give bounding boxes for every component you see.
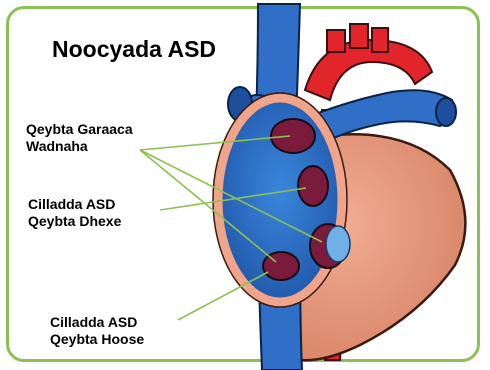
label-middle-line1: Cilladda ASD	[28, 196, 121, 213]
label-middle: Cilladda ASD Qeybta Dhexe	[28, 196, 121, 230]
aorta-branch-2	[350, 24, 368, 48]
aorta-branch-3	[372, 28, 388, 52]
defect-middle	[298, 166, 328, 206]
label-lower-line2: Qeybta Hoose	[50, 331, 144, 348]
pulmonary-artery-end	[436, 98, 456, 126]
label-upper-line1: Qeybta Garaaca	[26, 121, 133, 138]
label-middle-line2: Qeybta Dhexe	[28, 213, 121, 230]
label-upper: Qeybta Garaaca Wadnaha	[26, 121, 133, 155]
label-upper-line2: Wadnaha	[26, 138, 133, 155]
label-lower-line1: Cilladda ASD	[50, 314, 144, 331]
label-lower: Cilladda ASD Qeybta Hoose	[50, 314, 144, 348]
aorta-branch-1	[327, 30, 345, 52]
defect-upper	[271, 119, 315, 153]
diagram-title: Noocyada ASD	[52, 36, 216, 63]
valve-opening	[326, 226, 350, 262]
